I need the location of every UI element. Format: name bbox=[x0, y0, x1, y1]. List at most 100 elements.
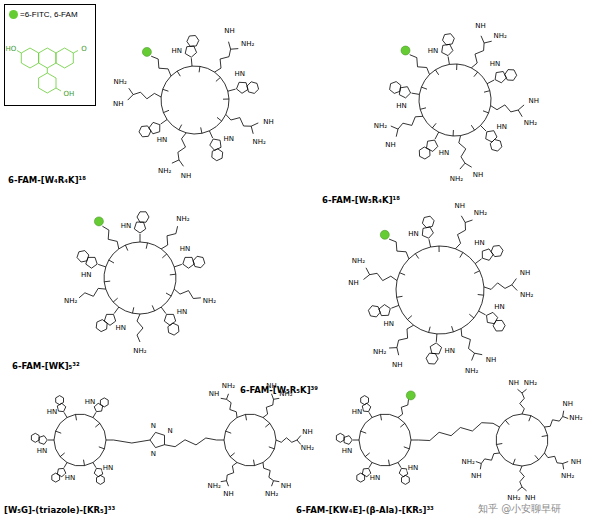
side-chain bbox=[520, 393, 525, 414]
atom-label: NH₂ bbox=[207, 482, 221, 489]
linker-chain bbox=[165, 438, 217, 447]
atom-label: NH bbox=[525, 494, 537, 501]
side-chain bbox=[481, 453, 499, 464]
bond-line bbox=[161, 120, 168, 125]
bond-line bbox=[563, 464, 564, 470]
indole-ring bbox=[344, 436, 352, 445]
indole-ring bbox=[419, 147, 430, 159]
bond-line bbox=[484, 91, 490, 93]
bond-line bbox=[172, 160, 179, 163]
indole-ring bbox=[100, 398, 108, 407]
bond-line bbox=[522, 487, 527, 491]
atom-label: HN bbox=[427, 47, 439, 54]
atom-label: HN bbox=[156, 137, 168, 144]
bond-line bbox=[125, 245, 127, 251]
bond-line bbox=[518, 389, 523, 393]
atom-label: NH bbox=[485, 357, 497, 364]
atom-label: HN bbox=[223, 136, 235, 143]
indole-ring bbox=[183, 257, 194, 268]
side-chain bbox=[370, 273, 397, 280]
bond-line bbox=[99, 447, 105, 449]
bond-line bbox=[366, 268, 370, 275]
bond-line bbox=[452, 326, 454, 332]
atom-label: NH₂ bbox=[561, 472, 575, 479]
bond-line bbox=[505, 420, 509, 425]
atom-label: NH₂ bbox=[507, 494, 521, 501]
bond-line bbox=[407, 316, 412, 320]
side-chain bbox=[410, 55, 430, 75]
indole-ring bbox=[491, 246, 503, 257]
side-chain bbox=[398, 399, 409, 417]
bond-line bbox=[227, 481, 229, 487]
indole-ring bbox=[39, 436, 47, 445]
atom-label: NH bbox=[208, 391, 220, 398]
side-chain bbox=[397, 325, 414, 347]
side-chain bbox=[461, 329, 474, 354]
bond-line bbox=[104, 281, 110, 283]
bond-line bbox=[353, 440, 359, 441]
bond-line bbox=[529, 416, 531, 422]
bond-line bbox=[226, 431, 232, 433]
atom-label: NH₂ bbox=[569, 415, 583, 422]
bond-line bbox=[448, 57, 449, 65]
bond-line bbox=[365, 453, 370, 457]
bond-line bbox=[453, 130, 454, 136]
fluorescein-ring bbox=[39, 73, 56, 93]
indole-ring bbox=[56, 396, 64, 405]
indole-ring bbox=[426, 353, 438, 364]
bond-line bbox=[513, 459, 515, 465]
peptide-backbone bbox=[54, 414, 106, 465]
bond-line bbox=[64, 463, 67, 468]
bond-line bbox=[272, 481, 274, 487]
indole-ring bbox=[442, 44, 453, 55]
bond-line bbox=[146, 243, 147, 249]
bond-line bbox=[381, 414, 382, 420]
side-chain bbox=[133, 92, 161, 99]
peptide-backbone bbox=[224, 414, 276, 465]
bond-line bbox=[522, 389, 527, 393]
bond-line bbox=[229, 42, 231, 50]
bond-line bbox=[412, 93, 420, 94]
bond-line bbox=[161, 307, 166, 314]
atom-label: HN bbox=[36, 447, 48, 454]
atom-label: NH bbox=[280, 482, 292, 489]
indole-ring bbox=[362, 403, 371, 411]
bond-line bbox=[163, 110, 169, 112]
side-chain bbox=[471, 43, 484, 68]
bond-line bbox=[95, 423, 100, 427]
peptide-backbone bbox=[396, 246, 484, 334]
bond-line bbox=[163, 89, 169, 91]
indole-ring bbox=[495, 72, 506, 83]
indole-ring bbox=[104, 314, 115, 325]
bond-line bbox=[389, 347, 397, 348]
atom-label: NH₂ bbox=[252, 139, 266, 146]
legend-text: =6-FITC, 6-FAM bbox=[20, 10, 78, 19]
side-chain bbox=[398, 116, 423, 129]
bond-line bbox=[411, 440, 419, 441]
indole-ring bbox=[422, 227, 433, 238]
atom-label: NH₂ bbox=[264, 490, 278, 497]
bond-line bbox=[274, 481, 280, 482]
indole-ring bbox=[57, 403, 66, 411]
atom-label: NH₂ bbox=[464, 367, 478, 374]
bond-line bbox=[201, 127, 202, 133]
atom-label: HN bbox=[351, 409, 363, 416]
atom-label: N bbox=[150, 451, 156, 458]
fluorescein-ring bbox=[21, 48, 38, 68]
indole-ring bbox=[168, 323, 179, 335]
bond-line bbox=[128, 95, 134, 101]
bond-line bbox=[254, 460, 255, 466]
atom-label: NH₂ bbox=[493, 32, 507, 39]
compound-name: 6-FAM-[KW₄E]-(β-Ala)-[KR₅]³³ bbox=[296, 506, 434, 515]
bond-line bbox=[478, 294, 484, 296]
bond-line bbox=[369, 463, 372, 468]
bond-line bbox=[93, 463, 96, 468]
bond-line bbox=[246, 414, 247, 420]
bond-line bbox=[230, 453, 235, 457]
bond-line bbox=[563, 462, 569, 464]
atom-label: NH bbox=[471, 472, 483, 479]
atom-label: HN bbox=[496, 123, 508, 130]
bond-line bbox=[251, 123, 258, 126]
side-chain bbox=[226, 114, 251, 126]
bond-line bbox=[481, 126, 487, 132]
